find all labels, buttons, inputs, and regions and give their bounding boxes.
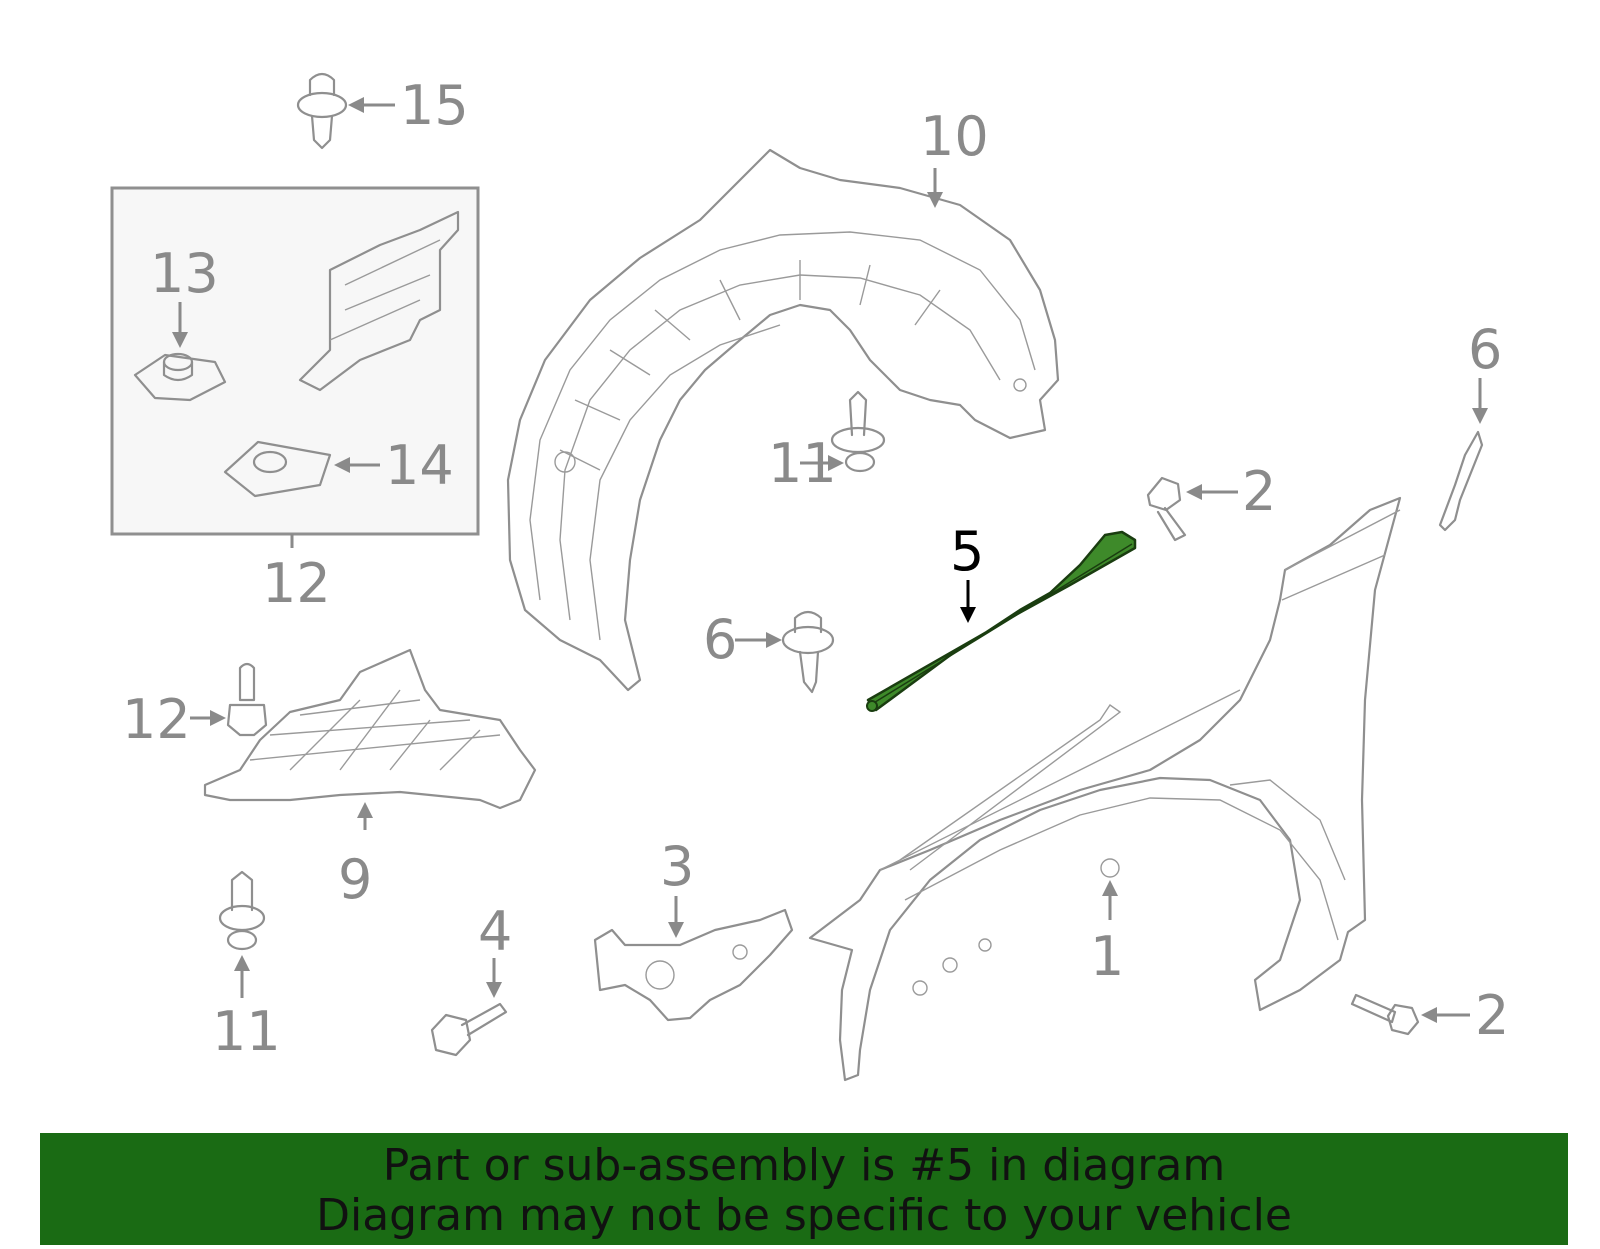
callout-14: 13: [150, 242, 219, 348]
svg-text:1: 1: [1090, 925, 1124, 988]
callout-11: 10 11: [212, 955, 281, 1063]
callout-2-lower: 2: [1421, 984, 1509, 1047]
part-3-bracket[interactable]: [593, 908, 794, 1022]
part-16-clip[interactable]: [296, 72, 348, 150]
part-8-fender-liner[interactable]: [506, 148, 1060, 692]
svg-text:2: 2: [1475, 984, 1509, 1047]
part-4-bolt[interactable]: [430, 1002, 508, 1057]
svg-text:4: 4: [478, 900, 512, 963]
svg-text:5: 5: [950, 520, 984, 583]
svg-text:13: 13: [150, 242, 219, 305]
svg-text:11: 11: [212, 1000, 281, 1063]
callout-3: 3: [660, 835, 694, 938]
callout-8: 10: [920, 105, 989, 208]
part-12-bolt[interactable]: [226, 662, 268, 737]
callout-15: 14: [334, 434, 454, 497]
svg-text:3: 3: [660, 835, 694, 898]
callout-2-upper: 2: [1186, 460, 1276, 523]
part-5-seal-highlighted[interactable]: [866, 530, 1137, 712]
svg-text:9: 9: [338, 848, 372, 911]
callout-7: 6: [1468, 318, 1502, 424]
svg-text:15: 15: [400, 74, 469, 137]
callout-10: 9: [338, 802, 373, 911]
info-banner: Part or sub-assembly is #5 in diagram Di…: [40, 1133, 1568, 1245]
svg-text:12: 12: [262, 552, 331, 615]
part-9-clip[interactable]: [830, 390, 886, 473]
callout-13: 12: [262, 534, 331, 615]
svg-text:2: 2: [1242, 460, 1276, 523]
part-2-bolt-upper[interactable]: [1146, 476, 1187, 542]
part-15-clip-nut[interactable]: [223, 440, 332, 498]
kit-13-box[interactable]: [110, 186, 480, 536]
part-2-bolt-lower[interactable]: [1350, 993, 1420, 1036]
svg-text:6: 6: [703, 608, 737, 671]
callout-9: 11: [768, 432, 844, 495]
callout-5: 5: [950, 520, 984, 623]
svg-text:12: 12: [122, 688, 191, 751]
part-1-fender[interactable]: [808, 496, 1402, 1082]
callout-12: 11 12: [122, 688, 226, 751]
part-11-clip[interactable]: [218, 870, 266, 951]
part-10-undercover[interactable]: [203, 648, 537, 810]
callout-1: 1: [1090, 880, 1124, 988]
svg-text:14: 14: [385, 434, 454, 497]
banner-line-1: Part or sub-assembly is #5 in diagram: [382, 1140, 1226, 1191]
callout-6: 6 6: [703, 608, 782, 671]
callout-4: 4: [478, 900, 512, 998]
svg-text:10: 10: [920, 105, 989, 168]
svg-text:6: 6: [1468, 318, 1502, 381]
part-6-clip[interactable]: [781, 610, 835, 694]
part-7-bracket[interactable]: [1438, 430, 1484, 532]
banner-line-2: Diagram may not be specific to your vehi…: [316, 1190, 1292, 1241]
callout-16: 15: [348, 74, 469, 137]
part-14-nut[interactable]: [133, 352, 227, 402]
